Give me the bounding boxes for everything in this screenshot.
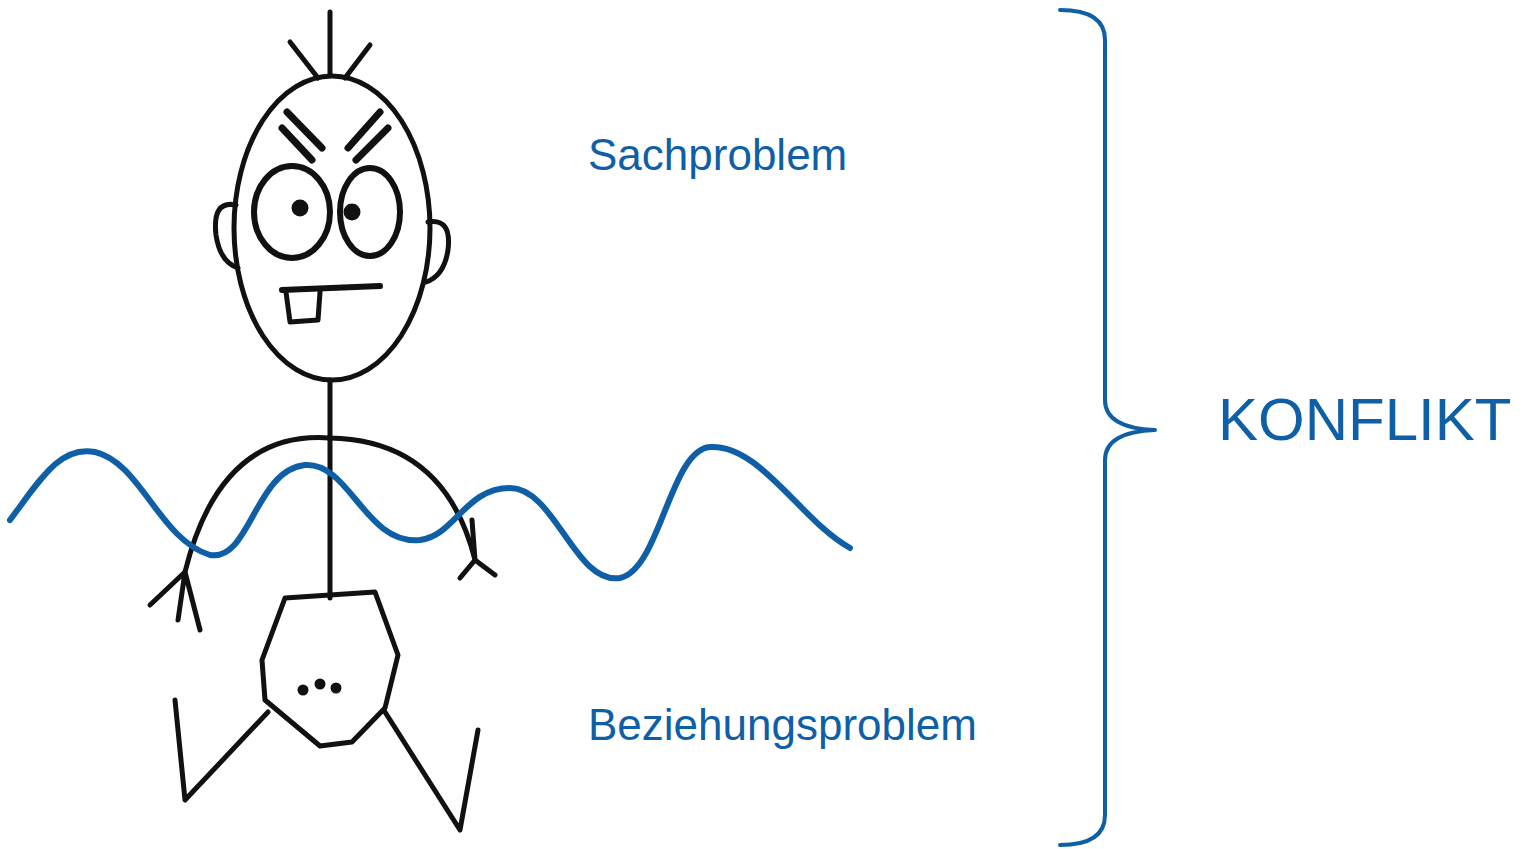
level-label: Sachproblem [588,131,847,179]
ear [215,204,238,268]
dot [333,685,339,691]
label-holder: Sachproblem [588,131,847,179]
hand [150,572,200,630]
hair-spike [345,45,370,78]
ear [426,222,449,282]
stick-figure [150,12,495,830]
leg [175,700,268,800]
mouth [282,286,380,290]
hair-spike [328,12,333,75]
dot [300,687,306,693]
hair-spike [290,42,318,78]
label-holder: KONFLIKT [1218,387,1511,453]
wave-line [10,447,850,578]
head [234,76,430,380]
diaper [262,592,398,746]
pupil [294,202,306,214]
level-label: Beziehungsproblem [588,701,977,749]
eyebrow [348,112,388,160]
leg [385,712,478,830]
body-line [328,380,333,598]
label-holder: Beziehungsproblem [588,701,977,749]
curly-brace [1060,10,1155,845]
dot [317,681,323,687]
eye [254,166,330,258]
summary-label: KONFLIKT [1218,387,1511,453]
hand [460,520,495,578]
eyebrow [282,112,322,160]
eye [340,168,400,256]
tooth [286,292,320,322]
pupil [346,206,358,218]
